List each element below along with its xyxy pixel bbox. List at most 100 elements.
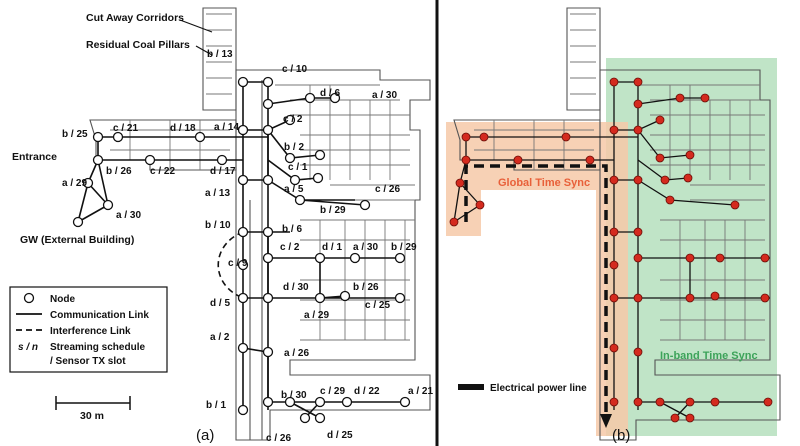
node [710,291,720,301]
legend-communication-link: Communication Link [50,310,149,321]
panel-a-tag: (a) [196,427,214,444]
node-label-d30: d / 30 [283,282,309,293]
node [609,125,619,135]
label-cut-away-corridors: Cut Away Corridors [86,12,184,24]
node [394,292,406,304]
node [314,252,326,264]
node [237,292,249,304]
node-label-a30-left: a / 30 [116,210,141,221]
node [633,347,643,357]
node [655,153,665,163]
interference-link-c9 [217,231,244,299]
node [655,397,665,407]
node [665,195,675,205]
node-label-b2: b / 2 [284,142,304,153]
power-line-legend-icon [458,384,484,390]
node [455,178,465,188]
mine-map-outline-b [453,7,781,441]
power-line-arrowhead [600,414,612,428]
scale-bar-label: 30 m [80,410,104,422]
node [609,293,619,303]
node [475,200,485,210]
legend: Node Communication Link Interference Lin… [9,286,168,373]
node [685,150,695,160]
node-label-d6: d / 6 [320,88,340,99]
node [609,175,619,185]
node [633,397,643,407]
node [700,93,710,103]
node [760,293,770,303]
legend-schedule-line1: Streaming schedule [50,342,145,353]
node-label-b13: b / 13 [207,49,233,60]
node-labels: b / 13 c / 10 d / 6 a / 30 c / 21 d / 18… [62,49,433,444]
node [359,199,371,211]
node-label-b29-right: b / 29 [391,242,417,253]
node [399,396,411,408]
node [314,412,326,424]
node [609,77,619,87]
node [102,199,114,211]
node-label-a26: a / 26 [284,348,309,359]
node-label-d5: d / 5 [210,298,230,309]
node [312,172,324,184]
node [262,292,274,304]
node [289,174,301,186]
node-label-d17: d / 17 [210,166,236,177]
mine-map-outline-a [89,7,431,441]
node-label-b10: b / 10 [205,220,231,231]
circle-node-icon [23,292,35,304]
node [262,252,274,264]
node [284,114,296,126]
node-label-c2-mid: c / 2 [280,242,300,253]
node-label-b29-mid: b / 29 [320,205,346,216]
node-label-c26-right: c / 26 [375,184,400,195]
node [513,155,523,165]
node [294,194,306,206]
legend-interference-link: Interference Link [50,326,131,337]
node [609,260,619,270]
node [304,92,316,104]
node [262,346,274,358]
node-label-a2: a / 2 [210,332,230,343]
node [262,174,274,186]
node-label-c10: c / 10 [282,64,307,75]
node [633,77,643,87]
node [585,155,595,165]
node [633,99,643,109]
node [262,396,274,408]
node-label-c1: c / 1 [288,162,308,173]
node-label-a29-mid: a / 29 [304,310,329,321]
node [633,125,643,135]
node [683,173,693,183]
node [237,342,249,354]
node-label-a30-mid: a / 30 [353,242,378,253]
node [633,293,643,303]
node-label-c29: c / 29 [320,386,345,397]
node [730,200,740,210]
node [262,226,274,238]
panel-b: Global Time Sync In-band Time Sync Elect… [446,7,781,444]
label-gateway: GW (External Building) [20,234,134,246]
node [561,132,571,142]
node [262,124,274,136]
node [341,396,353,408]
node [82,177,94,189]
node-label-b1: b / 1 [206,400,226,411]
legend-node: Node [50,294,75,305]
node [92,154,104,166]
node [685,397,695,407]
node-label-c2-top: c / 2 [283,114,303,125]
node [685,293,695,303]
inband-time-sync-label: In-band Time Sync [660,350,758,362]
node [237,259,249,271]
global-time-sync-label: Global Time Sync [498,177,590,189]
node [299,412,311,424]
node-label-c25: c / 25 [365,300,390,311]
node [633,253,643,263]
node [339,290,351,302]
node [479,132,489,142]
label-residual-coal-pillars: Residual Coal Pillars [86,39,190,51]
node-label-a14: a / 14 [214,122,239,133]
node-label-c22: c / 22 [150,166,175,177]
